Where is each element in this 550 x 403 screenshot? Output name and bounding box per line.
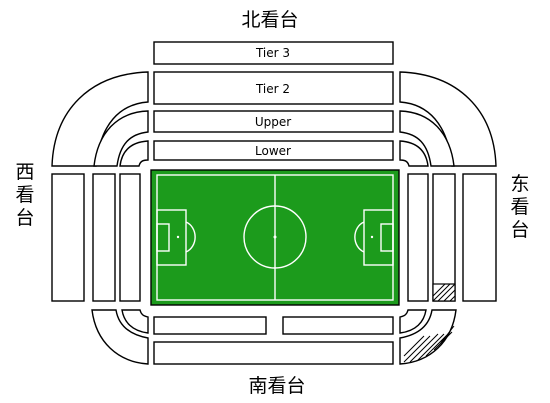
south-inner-right[interactable]	[282, 316, 394, 335]
sw-corner-inner[interactable]	[121, 309, 149, 334]
se-corner-outer[interactable]	[399, 309, 457, 365]
southwest-corner	[91, 309, 149, 365]
left-goal-area	[156, 223, 170, 252]
tier2-label: Tier 2	[255, 82, 290, 96]
upper-label: Upper	[255, 115, 291, 129]
nw-corner-middle[interactable]	[93, 110, 149, 167]
west-stand-label: 西 看 台	[15, 161, 34, 229]
svg-text:东: 东	[510, 173, 529, 195]
west-stands	[51, 173, 141, 302]
northeast-corner	[399, 71, 497, 167]
left-penalty-spot	[176, 235, 180, 239]
north-upper[interactable]	[153, 110, 394, 133]
nw-corner-outer[interactable]	[51, 71, 149, 167]
southeast-corner	[399, 309, 457, 365]
north-stands: Tier 3 Tier 2 Upper Lower	[153, 41, 394, 161]
right-penalty-spot	[370, 235, 374, 239]
lower-label: Lower	[255, 144, 291, 158]
svg-text:西: 西	[15, 161, 34, 183]
ne-corner-middle[interactable]	[399, 110, 455, 167]
east-middle[interactable]	[432, 173, 456, 302]
south-outer[interactable]	[153, 341, 394, 365]
ne-corner-inner[interactable]	[399, 140, 429, 167]
tier3-label: Tier 3	[255, 46, 290, 60]
east-inner[interactable]	[407, 173, 429, 302]
north-tier2[interactable]	[153, 71, 394, 105]
north-lower[interactable]	[153, 140, 394, 161]
left-penalty-arc	[185, 221, 196, 253]
east-stands	[407, 173, 497, 302]
east-hatched-section	[432, 283, 456, 302]
se-corner-inner[interactable]	[399, 309, 427, 334]
right-goal-area	[380, 223, 394, 252]
centre-spot	[273, 235, 277, 239]
east-stand-label: 东 看 台	[510, 173, 529, 241]
north-stand-label: 北看台	[241, 9, 298, 31]
west-outer[interactable]	[51, 173, 85, 302]
svg-text:台: 台	[15, 207, 34, 229]
ne-corner-outer[interactable]	[399, 71, 497, 167]
west-inner[interactable]	[119, 173, 141, 302]
west-middle[interactable]	[92, 173, 116, 302]
svg-text:看: 看	[15, 184, 34, 206]
northwest-corner	[51, 71, 149, 167]
south-inner-left[interactable]	[153, 316, 267, 335]
se-hatch-lines	[403, 325, 455, 363]
svg-text:台: 台	[510, 219, 529, 241]
south-stands	[153, 316, 394, 365]
pitch	[150, 169, 400, 306]
east-outer[interactable]	[462, 173, 497, 302]
svg-text:看: 看	[510, 196, 529, 218]
north-tier3[interactable]	[153, 41, 394, 65]
nw-corner-inner[interactable]	[119, 140, 149, 167]
right-penalty-arc	[354, 221, 365, 253]
south-stand-label: 南看台	[248, 375, 305, 397]
sw-corner-outer[interactable]	[91, 309, 149, 365]
centre-circle	[243, 205, 307, 269]
